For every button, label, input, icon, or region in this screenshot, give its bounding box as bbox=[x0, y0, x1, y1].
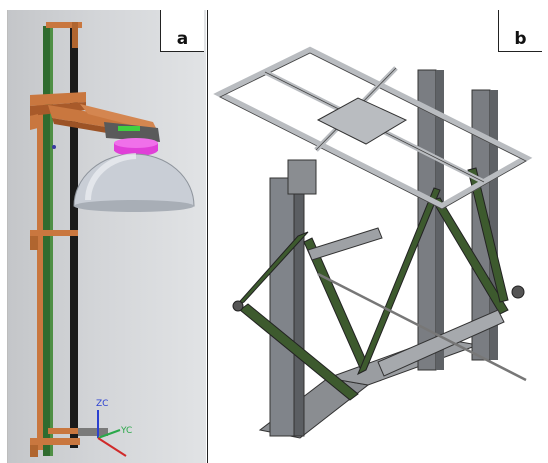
zc-axis-label: ZC bbox=[96, 399, 108, 409]
black-rail bbox=[70, 28, 78, 448]
threaded-rod bbox=[317, 272, 527, 382]
lower-crossbar bbox=[377, 309, 505, 377]
panel-a-lamp-fixture: ZC YC a bbox=[7, 10, 206, 463]
panel-a-label: a bbox=[160, 10, 204, 52]
green-post bbox=[43, 26, 50, 456]
top-bracket bbox=[46, 22, 82, 28]
green-strut-2 bbox=[239, 303, 359, 401]
tilt-frame-drawing bbox=[213, 46, 533, 439]
xc-axis bbox=[97, 437, 127, 457]
green-strut-5 bbox=[431, 197, 509, 315]
center-plate bbox=[316, 97, 408, 145]
lamp-fixture-drawing: ZC YC bbox=[30, 22, 195, 457]
upper-crossbar bbox=[307, 227, 383, 261]
bottom-bracket bbox=[30, 438, 80, 445]
frame-upright bbox=[37, 105, 43, 450]
front-post-left bbox=[269, 177, 295, 437]
arm-bracket-top bbox=[30, 92, 86, 106]
panel-b-tilt-frame: b bbox=[207, 10, 548, 463]
yc-axis bbox=[97, 429, 121, 439]
middle-bracket bbox=[30, 230, 78, 236]
green-strut-4 bbox=[357, 187, 441, 376]
panel-b-label: b bbox=[498, 10, 542, 52]
yc-axis-label: YC bbox=[120, 426, 132, 436]
